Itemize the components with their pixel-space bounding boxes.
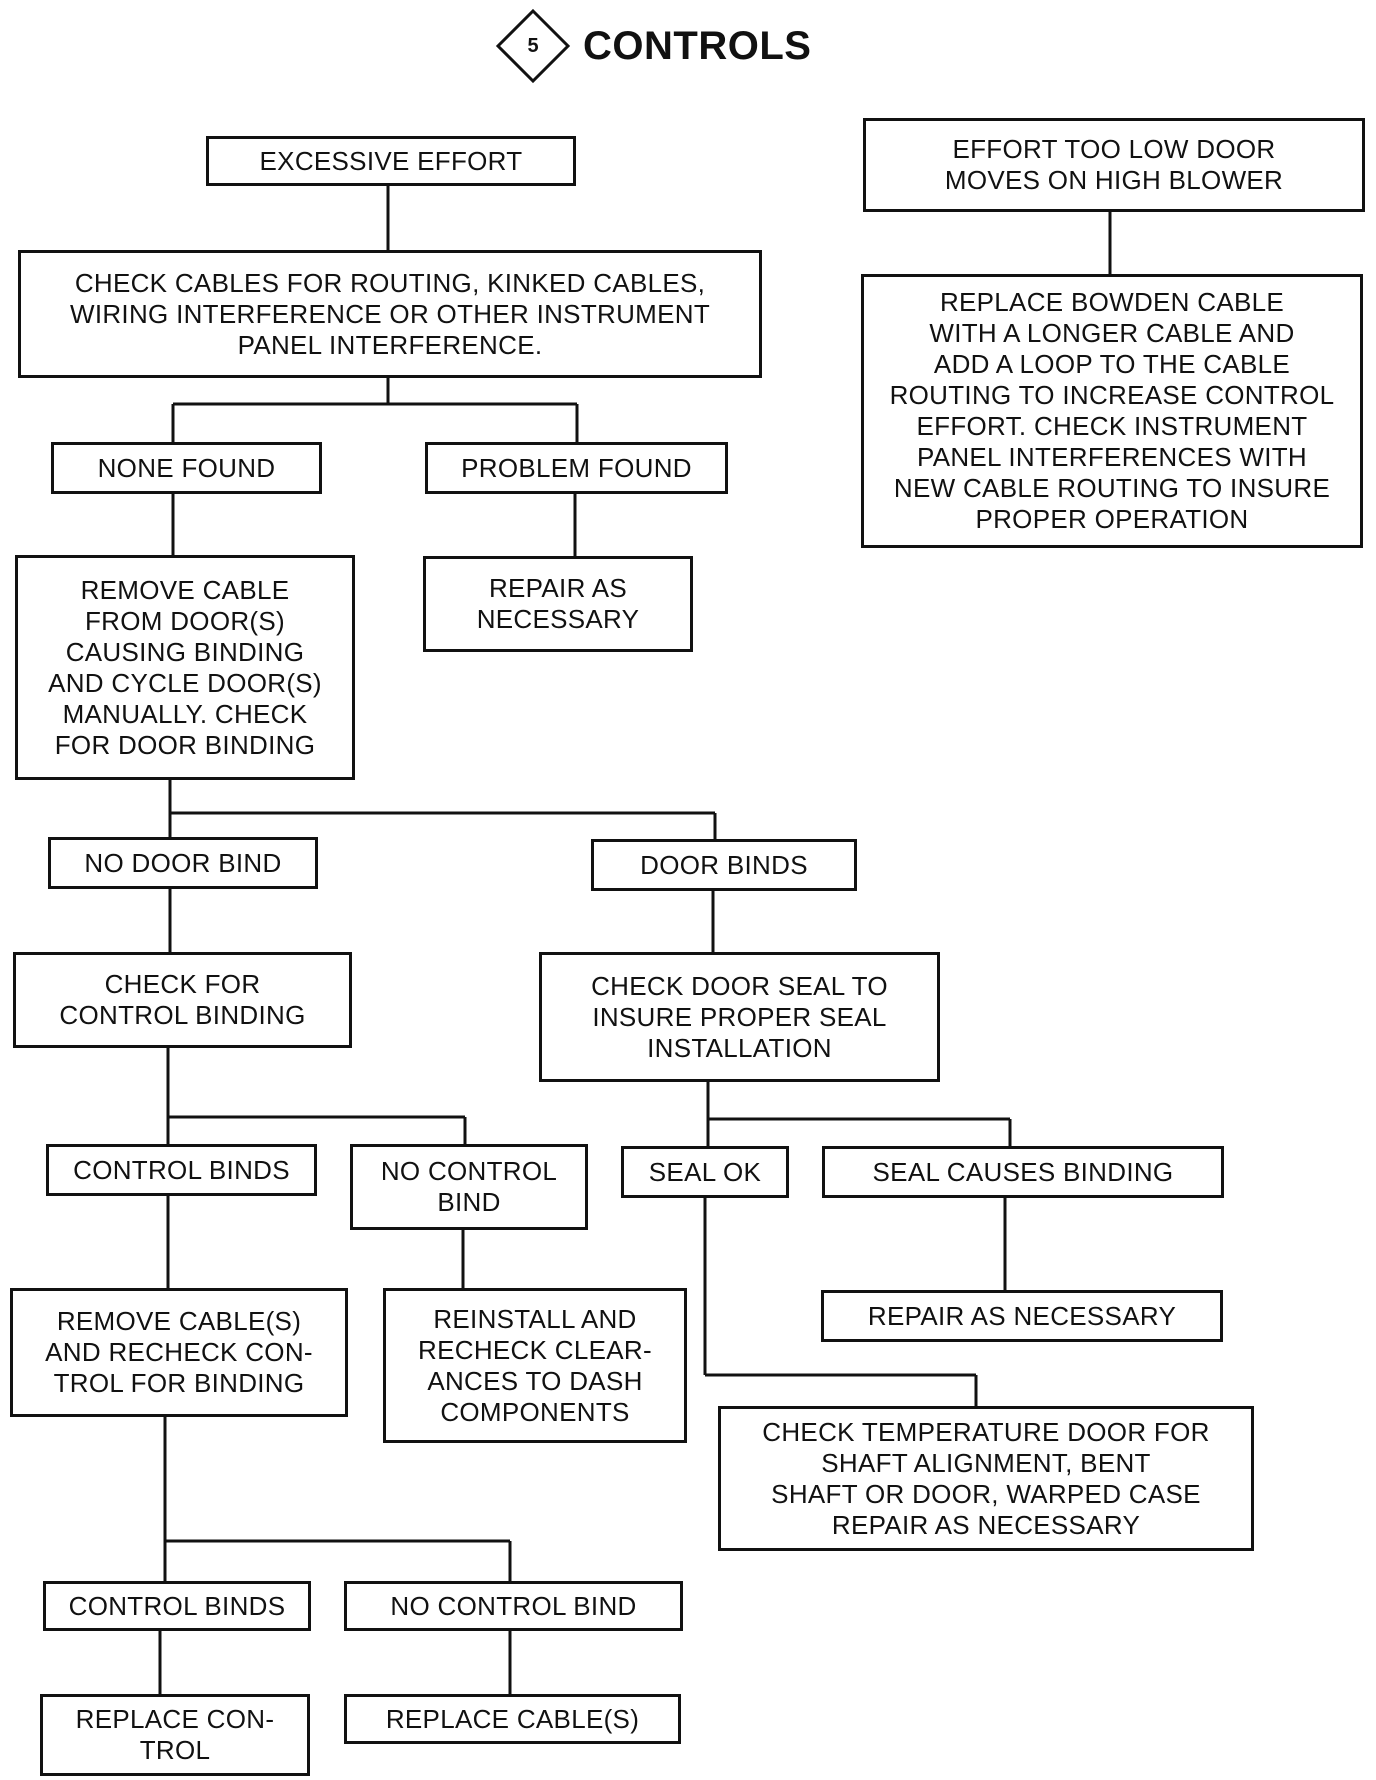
node-problem-found: PROBLEM FOUND [425, 442, 728, 494]
node-reinstall-recheck: REINSTALL AND RECHECK CLEAR- ANCES TO DA… [383, 1288, 687, 1443]
node-replace-bowden-cable: REPLACE BOWDEN CABLE WITH A LONGER CABLE… [861, 274, 1363, 548]
node-check-temperature-door: CHECK TEMPERATURE DOOR FOR SHAFT ALIGNME… [718, 1406, 1254, 1551]
node-replace-control: REPLACE CON- TROL [40, 1694, 310, 1776]
node-check-door-seal: CHECK DOOR SEAL TO INSURE PROPER SEAL IN… [539, 952, 940, 1082]
diamond-icon [495, 8, 571, 84]
node-seal-causes-binding: SEAL CAUSES BINDING [822, 1146, 1224, 1198]
page-title: CONTROLS [583, 23, 812, 68]
node-effort-too-low: EFFORT TOO LOW DOOR MOVES ON HIGH BLOWER [863, 118, 1365, 212]
node-remove-cables-recheck: REMOVE CABLE(S) AND RECHECK CON- TROL FO… [10, 1288, 348, 1417]
node-replace-cables: REPLACE CABLE(S) [344, 1694, 681, 1744]
node-control-binds-2: CONTROL BINDS [43, 1581, 311, 1631]
section-badge: 5 [495, 8, 571, 84]
node-no-door-bind: NO DOOR BIND [48, 837, 318, 889]
node-door-binds: DOOR BINDS [591, 839, 857, 891]
header: 5 CONTROLS [495, 8, 811, 84]
node-check-control-binding: CHECK FOR CONTROL BINDING [13, 952, 352, 1048]
node-none-found: NONE FOUND [51, 442, 322, 494]
node-no-control-bind-2: NO CONTROL BIND [344, 1581, 683, 1631]
node-remove-cable-from-door: REMOVE CABLE FROM DOOR(S) CAUSING BINDIN… [15, 555, 355, 780]
node-no-control-bind-1: NO CONTROL BIND [350, 1144, 588, 1230]
node-excessive-effort: EXCESSIVE EFFORT [206, 136, 576, 186]
node-control-binds-1: CONTROL BINDS [46, 1144, 317, 1196]
node-seal-ok: SEAL OK [621, 1146, 789, 1198]
node-repair-as-necessary-2: REPAIR AS NECESSARY [821, 1290, 1223, 1342]
section-number: 5 [527, 34, 539, 57]
node-check-cables: CHECK CABLES FOR ROUTING, KINKED CABLES,… [18, 250, 762, 378]
node-repair-as-necessary-1: REPAIR AS NECESSARY [423, 556, 693, 652]
